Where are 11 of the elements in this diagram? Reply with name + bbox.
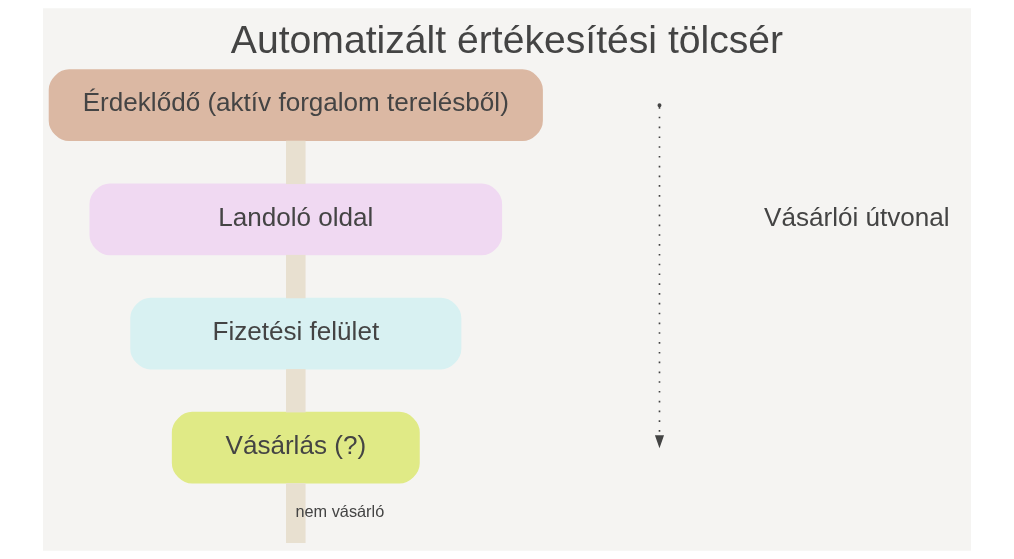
connector <box>286 140 306 185</box>
connector <box>286 369 306 413</box>
label: Vásárlói útvonal <box>764 201 950 232</box>
connector <box>286 483 306 544</box>
node-box: Érdeklődő (aktív forgalom terelésből) <box>48 69 543 142</box>
diagram-title: Automatizált értékesítési tölcsér <box>230 17 784 61</box>
node-box: Fizetési felület <box>130 297 462 370</box>
connector <box>286 254 306 299</box>
node-box: Landoló oldal <box>89 183 503 256</box>
node-box: Vásárlás (?) <box>171 411 420 484</box>
edge-label: nem vásárló <box>295 502 385 521</box>
